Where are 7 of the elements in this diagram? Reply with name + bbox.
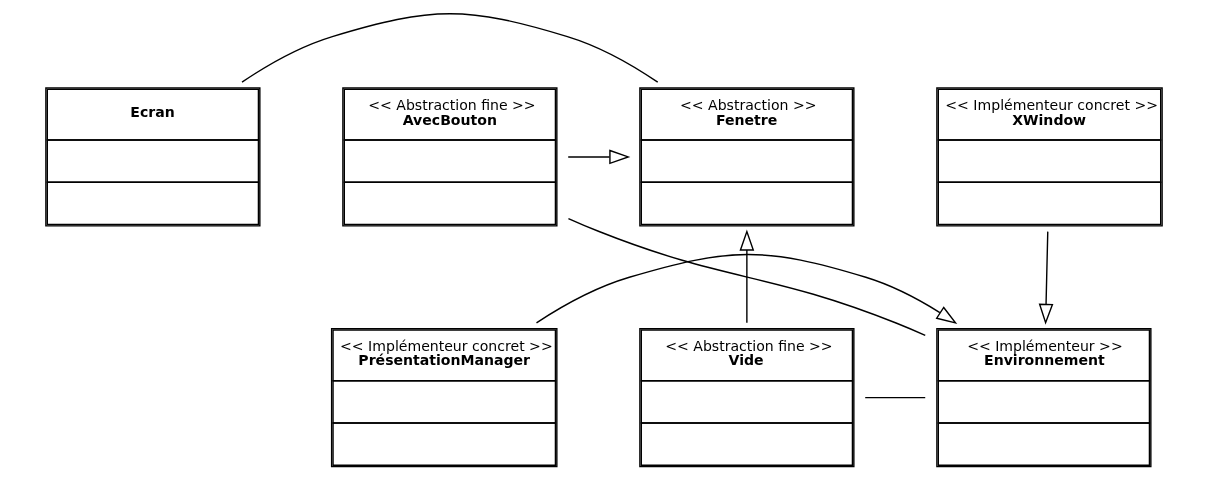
connector bbox=[240, 13, 658, 83]
connector bbox=[567, 217, 926, 337]
arrow bbox=[1038, 230, 1053, 325]
connector bbox=[864, 396, 926, 399]
arrow bbox=[567, 149, 630, 165]
arrow bbox=[535, 253, 957, 325]
arrow bbox=[738, 229, 754, 324]
